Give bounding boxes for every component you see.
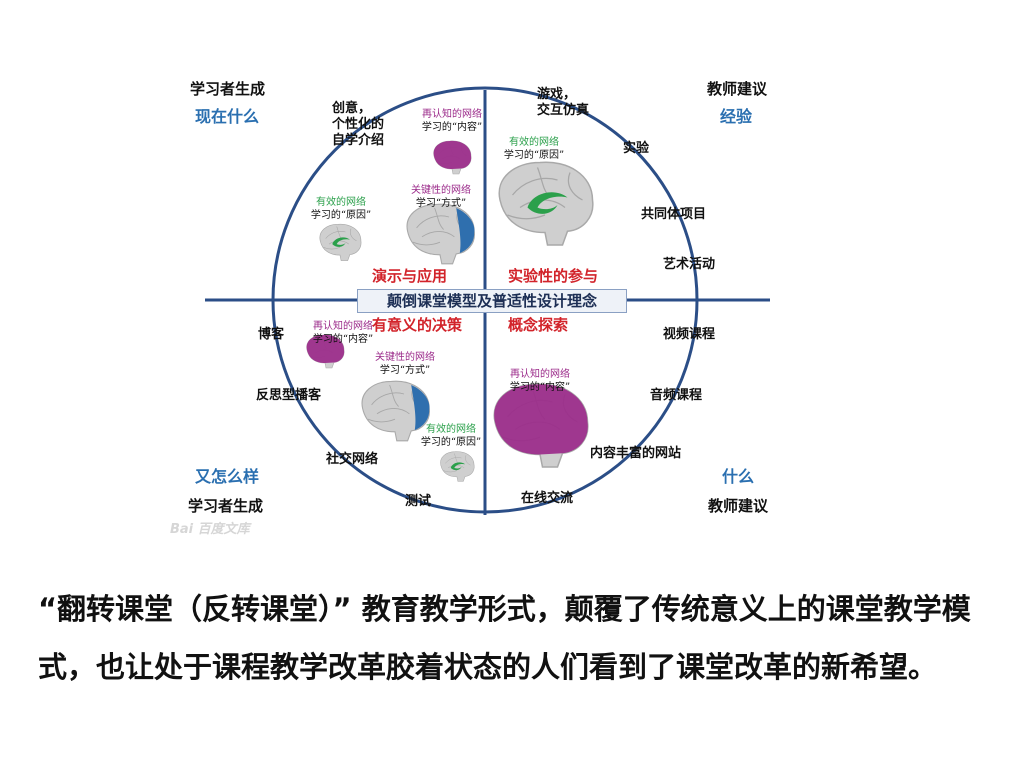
bl-subtitle: 学习者生成 — [188, 497, 264, 515]
brain-b8-title: 有效的网络 — [426, 424, 476, 435]
brain-b3-caption: 有效的网络 学习的“原因” — [496, 136, 572, 162]
brain-b1-image — [433, 140, 472, 175]
brain-b1-sub: 学习的“内容” — [421, 122, 483, 133]
label-rich-website: 内容丰富的网站 — [590, 446, 682, 461]
brain-b3-image — [498, 161, 594, 246]
brain-b2-caption: 关键性的网络 学习“方式” — [398, 184, 484, 210]
label-video-course: 视频课程 — [663, 327, 716, 342]
label-creative-intro: 创意， 个性化的 自学介绍 — [332, 101, 385, 148]
label-social-network: 社交网络 — [326, 452, 379, 467]
outer-circle — [271, 86, 699, 514]
brain-b2-image — [406, 203, 475, 265]
brain-b4-image — [319, 223, 362, 261]
brain-b6-title: 关键性的网络 — [375, 352, 435, 363]
tr-title: 经验 — [720, 107, 753, 126]
br-subtitle: 教师建议 — [708, 497, 769, 515]
brain-b5-caption: 再认知的网络 学习的“内容” — [304, 320, 382, 346]
tr-subtitle: 教师建议 — [707, 80, 768, 98]
label-experiment: 实验 — [623, 141, 650, 156]
brain-b2-title: 关键性的网络 — [411, 185, 471, 196]
watermark: Bai 百度文库 — [170, 522, 250, 537]
brain-b8-sub: 学习的“原因” — [420, 437, 482, 448]
br-title: 什么 — [722, 467, 755, 486]
center-label-br: 概念探索 — [508, 316, 569, 334]
label-reflective-podcast: 反思型播客 — [256, 388, 322, 403]
brain-b2-sub: 学习“方式” — [415, 198, 467, 209]
brain-b7-image — [493, 383, 589, 468]
brain-b5-image — [306, 334, 345, 369]
brain-b4-sub: 学习的“原因” — [310, 210, 372, 221]
slide-body-text: “翻转课堂（反转课堂）” 教育教学形式，颠覆了传统意义上的课堂教学模式，也让处于… — [38, 592, 971, 684]
brain-b7-sub: 学习的“内容” — [509, 382, 571, 393]
center-label-tl: 演示与应用 — [372, 267, 448, 285]
brain-b7-caption: 再认知的网络 学习的“内容” — [500, 368, 580, 394]
brain-b1-title: 再认知的网络 — [422, 109, 482, 120]
brain-b3-sub: 学习的“原因” — [503, 150, 565, 161]
center-label-bl: 有意义的决策 — [372, 316, 463, 334]
label-community-project: 共同体项目 — [641, 207, 707, 222]
brain-b5-sub: 学习的“内容” — [312, 334, 374, 345]
brain-b6-caption: 关键性的网络 学习“方式” — [362, 351, 448, 377]
label-test: 测试 — [405, 494, 432, 509]
label-blog: 博客 — [258, 327, 285, 342]
brain-b8-image — [440, 451, 475, 482]
tl-subtitle: 学习者生成 — [190, 80, 266, 98]
center-label-tr: 实验性的参与 — [508, 267, 599, 285]
label-art-activity: 艺术活动 — [663, 257, 716, 272]
brain-b1-caption: 再认知的网络 学习的“内容” — [412, 108, 492, 134]
brain-b4-title: 有效的网络 — [316, 197, 366, 208]
label-games: 游戏， 交互仿真 — [537, 87, 590, 118]
center-banner: 颠倒课堂模型及普适性设计理念 — [357, 289, 627, 313]
label-online-communication: 在线交流 — [521, 491, 574, 506]
brain-b3-title: 有效的网络 — [509, 137, 559, 148]
brain-b7-title: 再认知的网络 — [510, 369, 570, 380]
brain-b5-title: 再认知的网络 — [313, 321, 373, 332]
tl-title: 现在什么 — [195, 107, 260, 126]
bl-title: 又怎么样 — [195, 467, 260, 486]
brain-b6-sub: 学习“方式” — [379, 365, 431, 376]
brain-b8-caption: 有效的网络 学习的“原因” — [413, 423, 489, 449]
label-audio-course: 音频课程 — [650, 388, 703, 403]
brain-b4-caption: 有效的网络 学习的“原因” — [303, 196, 379, 222]
brain-b6-image — [361, 380, 430, 442]
